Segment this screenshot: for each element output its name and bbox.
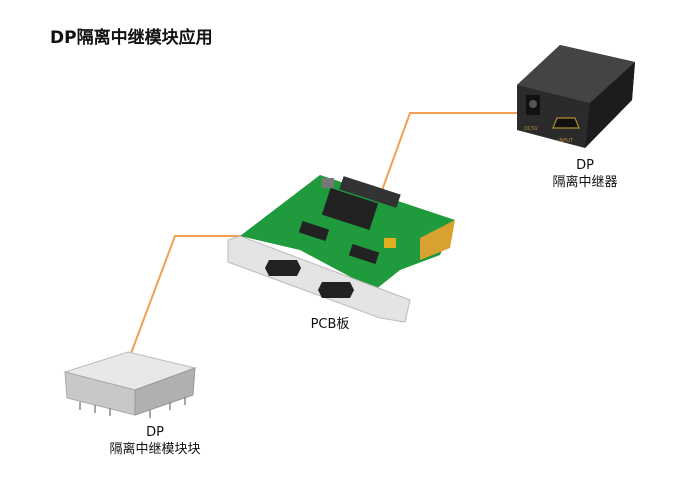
repeater-label-line1: DP <box>576 158 594 173</box>
diagram-title: DP隔离中继模块应用 <box>50 28 213 48</box>
repeater-label-line2: 隔离中继器 <box>552 175 618 190</box>
module-label-line1: DP <box>146 425 164 440</box>
connector-line-repeater <box>379 112 517 197</box>
repeater-port-label-input: INPUT <box>558 138 574 144</box>
module-label: DP 隔离中继模块块 <box>90 424 220 458</box>
pcb-card-image <box>227 175 455 323</box>
repeater-port-label-dc: DC5V <box>524 126 539 132</box>
repeater-label: DP 隔离中继器 <box>540 157 630 191</box>
pcb-label: PCB板 <box>310 317 350 332</box>
connector-line-module <box>129 235 268 357</box>
repeater-box-image: DC5V INPUT <box>517 45 635 148</box>
isolation-module-image <box>63 351 197 418</box>
module-label-line2: 隔离中继模块块 <box>109 442 201 457</box>
